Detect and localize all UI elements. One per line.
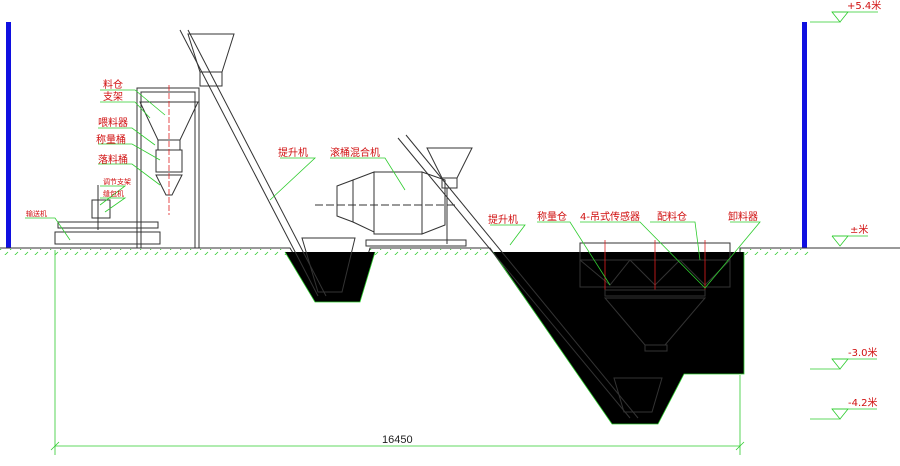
- label-drop-bucket: 落料桶: [98, 153, 128, 166]
- label-feeder: 喂料器: [98, 116, 128, 129]
- elevation-pit-2: -4.2米: [810, 396, 878, 420]
- label-elevator-1: 提升机: [278, 146, 308, 159]
- svg-text:-3.0米: -3.0米: [848, 346, 878, 359]
- label-adjust-frame: 调节支架: [103, 177, 131, 186]
- leader-lines: [25, 89, 761, 289]
- svg-text:±米: ±米: [850, 223, 868, 236]
- svg-text:+5.4米: +5.4米: [847, 0, 881, 12]
- label-drum-mixer: 滚桶混合机: [330, 146, 380, 159]
- elevation-top: +5.4米: [810, 0, 881, 23]
- elevation-pit-1: -3.0米: [810, 346, 878, 370]
- right-wall: [802, 22, 807, 248]
- label-silo: 料仓: [103, 78, 123, 91]
- label-frame: 支架: [103, 91, 123, 103]
- overall-dimension: 16450: [50, 250, 745, 455]
- label-discharger: 卸料器: [728, 210, 758, 223]
- label-weigh-bin: 称量仓: [537, 210, 567, 223]
- elevation-ground: ±米: [831, 223, 868, 247]
- ground-profile: [0, 247, 900, 425]
- packing-station: [54, 85, 200, 249]
- label-batching-bin: 配料仓: [657, 210, 687, 223]
- label-elevator-2: 提升机: [488, 213, 518, 226]
- dimension-value: 16450: [382, 434, 413, 446]
- label-conveyor: 输送机: [26, 209, 47, 218]
- elevator-1: [179, 29, 356, 297]
- label-sewing-machine: 缝包机: [103, 189, 124, 198]
- svg-text:-4.2米: -4.2米: [848, 396, 878, 409]
- label-weigh-bucket: 称量桶: [96, 133, 126, 146]
- label-load-cells: 4-吊式传感器: [580, 210, 640, 223]
- drum-mixer: [315, 147, 473, 247]
- left-wall: [6, 22, 11, 248]
- elevator-2: [397, 134, 663, 419]
